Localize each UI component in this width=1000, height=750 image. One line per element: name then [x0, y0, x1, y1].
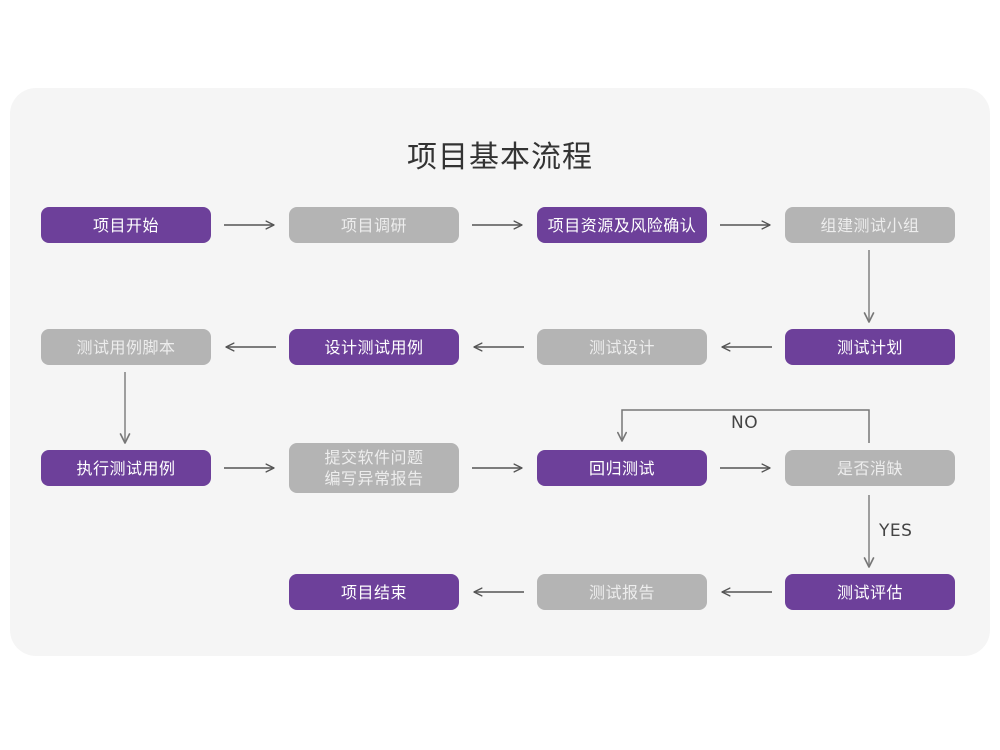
- node-project-end[interactable]: 项目结束: [289, 574, 459, 610]
- edge-label-yes: YES: [879, 521, 913, 541]
- node-design-test-case[interactable]: 设计测试用例: [289, 329, 459, 365]
- node-execute-test-case[interactable]: 执行测试用例: [41, 450, 211, 486]
- node-test-evaluation[interactable]: 测试评估: [785, 574, 955, 610]
- node-test-design[interactable]: 测试设计: [537, 329, 707, 365]
- node-resource-risk-confirm[interactable]: 项目资源及风险确认: [537, 207, 707, 243]
- node-test-plan[interactable]: 测试计划: [785, 329, 955, 365]
- node-test-report[interactable]: 测试报告: [537, 574, 707, 610]
- node-project-research[interactable]: 项目调研: [289, 207, 459, 243]
- flowchart-card: [10, 88, 990, 656]
- page-title: 项目基本流程: [407, 140, 593, 175]
- node-defect-cleared[interactable]: 是否消缺: [785, 450, 955, 486]
- edge-label-no: NO: [731, 413, 759, 433]
- node-test-case-script[interactable]: 测试用例脚本: [41, 329, 211, 365]
- node-regression-test[interactable]: 回归测试: [537, 450, 707, 486]
- node-project-start[interactable]: 项目开始: [41, 207, 211, 243]
- node-submit-issue-report[interactable]: 提交软件问题 编写异常报告: [289, 443, 459, 493]
- node-form-test-team[interactable]: 组建测试小组: [785, 207, 955, 243]
